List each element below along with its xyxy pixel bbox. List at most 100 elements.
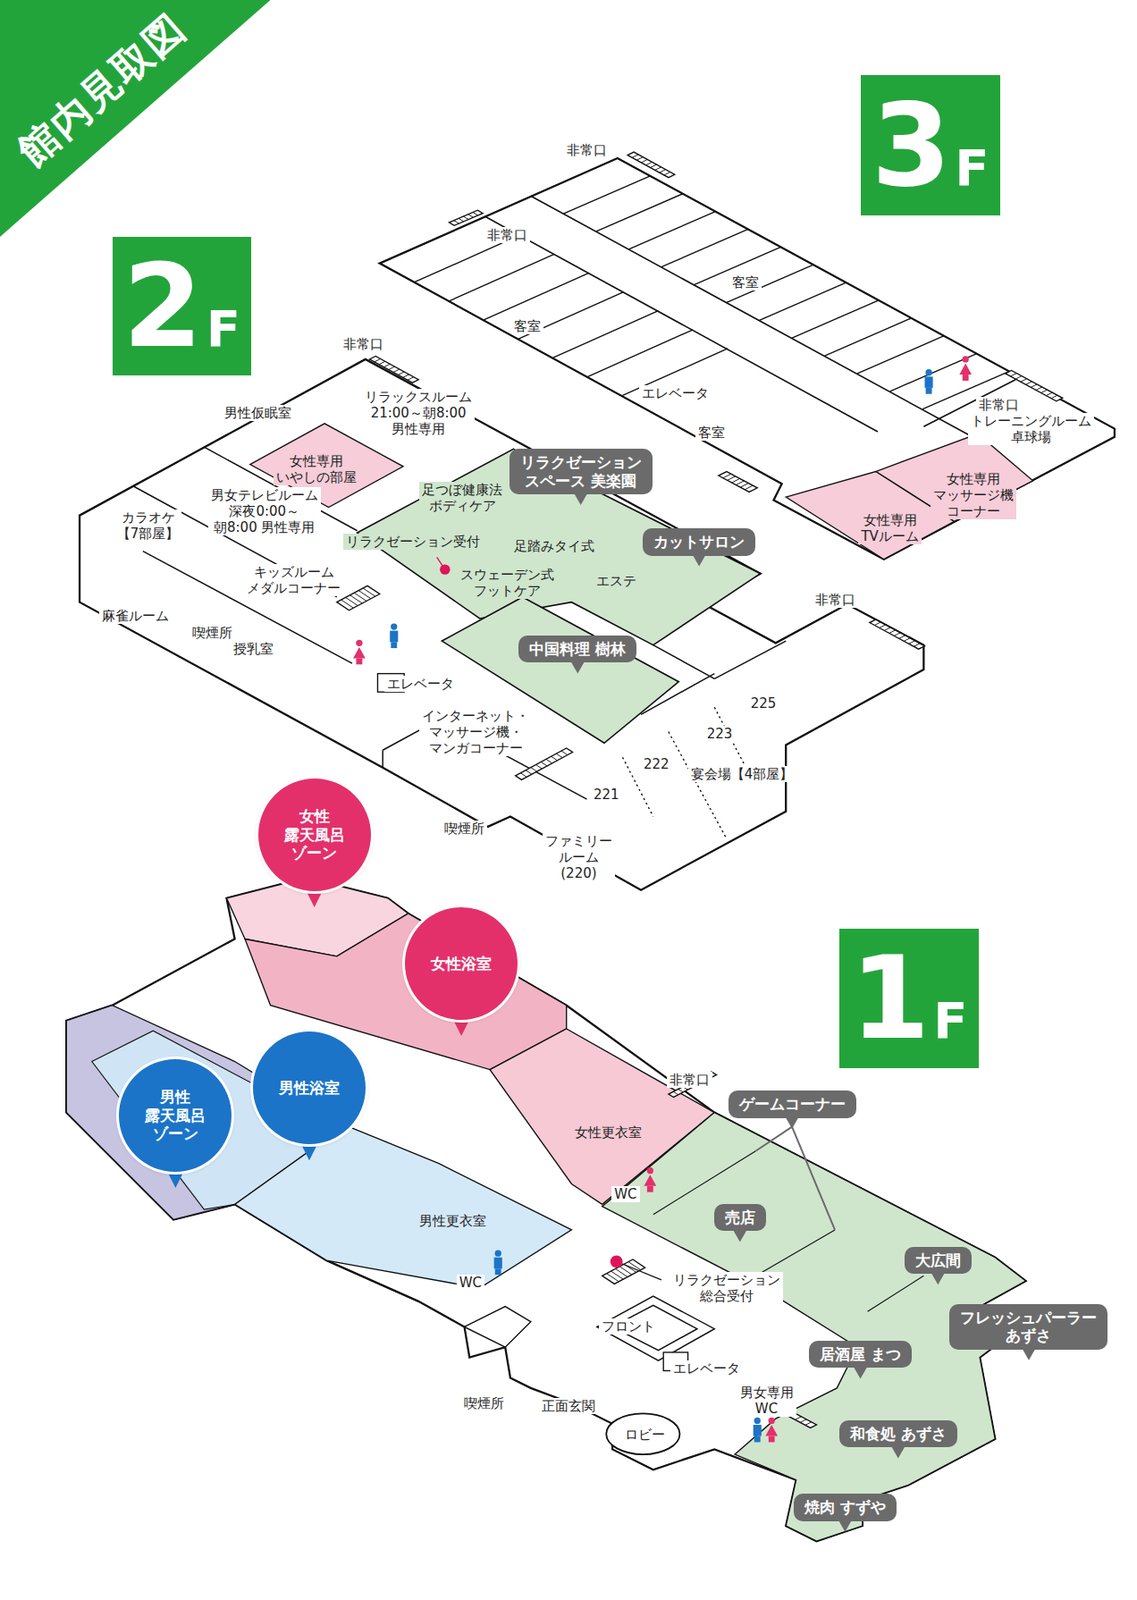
title-holder: 館内見取図 [9, 5, 194, 173]
front-counter [597, 1296, 715, 1361]
room-label-holder: リラックスルーム 21:00～朝8:00 男性専用 [362, 388, 475, 438]
reception-dot [439, 564, 450, 574]
floor-number-box: 3F [860, 75, 1001, 215]
restroom-icon-body [643, 1174, 657, 1187]
room-label: エレベータ [670, 1360, 743, 1377]
floor-number-box: 1F [839, 928, 979, 1069]
wall-line [132, 446, 786, 800]
floor-number: 2 [123, 239, 203, 373]
room-label-holder: キッズルーム メダルコーナー [244, 564, 344, 597]
room-label-holder: WC [611, 1186, 640, 1203]
floor-number-row: 2F [123, 249, 241, 364]
callout-text: カットサロン [653, 532, 745, 551]
room-label-holder: 女性専用 TVルーム [858, 512, 921, 545]
room-label: 客室 [729, 274, 762, 291]
room-label: WC [456, 1274, 485, 1291]
room-label: 非常口 [812, 591, 859, 608]
restroom-icon-body [753, 1424, 762, 1437]
restroom-icon-head [962, 355, 969, 363]
room-label-holder: 客室 [695, 424, 728, 441]
restroom-icon-legs [495, 1268, 502, 1275]
wall-line [653, 1151, 925, 1312]
room-label: 授乳室 [230, 640, 277, 657]
room-label: 222 [640, 756, 673, 773]
room-label-holder: 正面玄関 [539, 1398, 598, 1415]
room-label: 女性専用 マッサージ機 コーナー [930, 471, 1017, 520]
room-label-holder: スウェーデン式 フットケア [457, 566, 557, 599]
room-label-holder: 喫煙所 [189, 624, 236, 641]
restroom-icon-body [765, 1424, 778, 1437]
room-label: 非常口 [976, 396, 1022, 413]
room-dividers [414, 235, 729, 396]
callout-label: フレッシュパーラー あずさ [949, 1304, 1108, 1350]
room-label: 喫煙所 [461, 1395, 507, 1412]
stairs [869, 619, 926, 649]
room-label-holder: 女性専用 いやしの部屋 [273, 453, 360, 486]
stairs-steps [1010, 373, 1058, 399]
room-label: エレベータ [639, 385, 712, 402]
room-label: 男女テレビルーム 深夜0:00～朝8:00 男性専用 [208, 487, 321, 536]
room-label-holder: 男女専用 WC [737, 1384, 797, 1417]
restroom-icon-head [754, 1417, 761, 1424]
room-label-holder: カラオケ 【7部屋】 [114, 509, 183, 542]
zone-circle-text: 男性浴室 [278, 1078, 340, 1097]
callout-pointer [570, 660, 585, 674]
room-label-holder: エレベータ [384, 675, 457, 692]
room-label: 男性更衣室 [416, 1212, 489, 1230]
callout-label: ゲームコーナー [728, 1090, 857, 1118]
room-label: 223 [704, 725, 736, 742]
room-label-holder: 非常口 [812, 591, 859, 608]
map-shape [336, 151, 1063, 1442]
restroom-icon-head [925, 369, 932, 376]
room-label: スウェーデン式 フットケア [457, 566, 557, 599]
restroom-icon-head [390, 623, 397, 630]
restroom-icon-head [768, 1417, 775, 1424]
callout-label: 和食処 あずさ [839, 1420, 958, 1448]
callout-text: ゲームコーナー [739, 1094, 846, 1113]
room-label: 喫煙所 [189, 624, 236, 641]
room-label-holder: WC [456, 1274, 485, 1291]
room-label: 麻雀ルーム [99, 607, 172, 624]
floor-number: 1 [850, 931, 930, 1065]
room-label-holder: トレーニングルーム 卓球場 [968, 412, 1095, 446]
room-label-holder: 喫煙所 [461, 1395, 507, 1412]
callout-label: カットサロン [642, 528, 756, 556]
room-label-holder: フロント [598, 1318, 658, 1335]
room-label: 男女専用 WC [737, 1384, 797, 1417]
callout-text: 和食処 あずさ [850, 1424, 947, 1443]
callout-pointer [573, 492, 589, 506]
zone-circle: 女性浴室 [404, 907, 518, 1020]
floor-number-row: 3F [871, 88, 989, 203]
floor-2-outline [79, 359, 924, 891]
restroom-icon-head [495, 1250, 502, 1257]
room-label: 喫煙所 [441, 820, 488, 837]
room-label: エレベータ [384, 675, 457, 692]
stairs [369, 355, 419, 383]
stairs [602, 1259, 646, 1284]
callout-pointer [1021, 1347, 1036, 1361]
room-label: 正面玄関 [539, 1398, 598, 1415]
room-label-holder: 女性専用 マッサージ機 コーナー [930, 471, 1017, 520]
restroom-icon-body [389, 631, 398, 643]
floor-suffix: F [206, 299, 241, 358]
zone-circle: 女性 露天風呂 ゾーン [258, 778, 371, 892]
lobby [606, 1413, 680, 1455]
smoking-box [464, 1306, 531, 1348]
room-label: 足つぼ健康法 ボディケア [419, 481, 506, 514]
zone-circle: 男性浴室 [252, 1031, 366, 1145]
restroom-icon-legs [754, 1436, 761, 1443]
floor-number: 3 [871, 78, 952, 212]
callout-label: 焼肉 すずや [793, 1493, 897, 1521]
restroom-icon-head [647, 1167, 654, 1174]
room-label-holder: 非常口 [564, 142, 610, 159]
room-label-holder: 授乳室 [230, 640, 277, 657]
room-label-holder: 男性更衣室 [416, 1212, 489, 1230]
callout-label: 売店 [714, 1204, 767, 1231]
room-label-holder: 喫煙所 [441, 820, 488, 837]
restroom-icon-body [494, 1257, 503, 1270]
restroom-icon-legs [926, 387, 933, 395]
room-label: 客室 [695, 424, 728, 441]
room-label-holder: 非常口 [976, 396, 1022, 413]
room-label-holder: エレベータ [670, 1360, 743, 1377]
